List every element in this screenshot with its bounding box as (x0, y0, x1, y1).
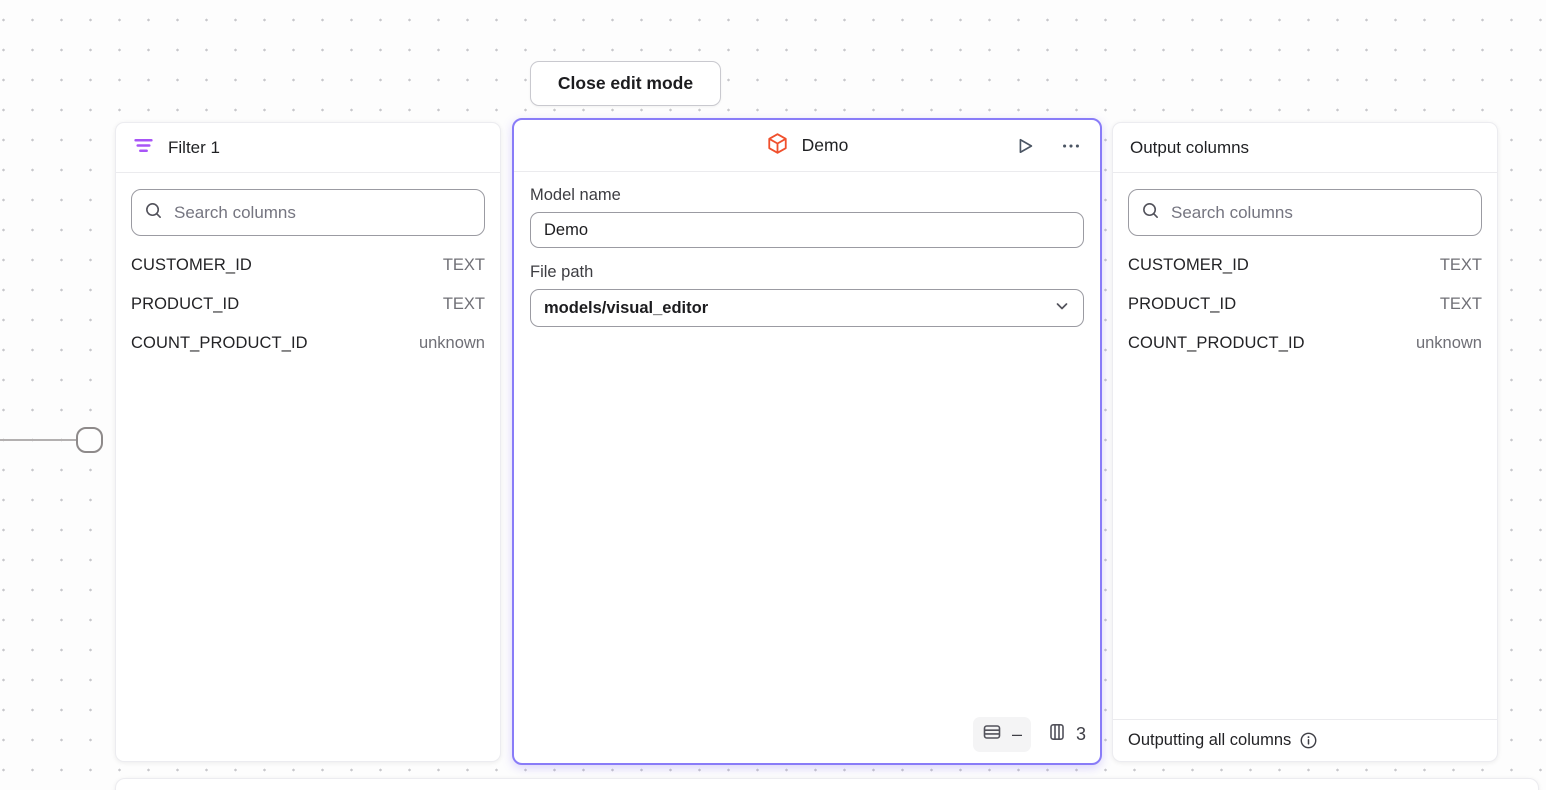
model-stats-footer: – 3 (972, 717, 1086, 752)
search-icon (144, 201, 163, 225)
file-path-select[interactable]: models/visual_editor (530, 289, 1084, 327)
column-name: CUSTOMER_ID (1128, 256, 1249, 274)
column-name: CUSTOMER_ID (131, 256, 252, 274)
model-panel-header: Demo (514, 120, 1100, 172)
output-footer-text: Outputting all columns (1128, 731, 1292, 749)
play-icon (1019, 138, 1033, 153)
connection-edge (0, 439, 77, 441)
filter-icon (133, 135, 154, 161)
model-name-label: Model name (530, 186, 621, 204)
filter-panel-header: Filter 1 (116, 123, 500, 173)
chevron-down-icon (1054, 298, 1070, 319)
column-count-badge[interactable]: 3 (1047, 722, 1086, 747)
column-type: unknown (1415, 334, 1482, 352)
filter-column-list: CUSTOMER_ID TEXT PRODUCT_ID TEXT COUNT_P… (116, 246, 500, 363)
file-path-label: File path (530, 263, 594, 281)
column-name: COUNT_PRODUCT_ID (131, 334, 308, 352)
output-search-input[interactable] (1171, 202, 1469, 223)
rows-icon (982, 722, 1002, 747)
row-count-badge[interactable]: – (972, 717, 1031, 752)
model-cube-icon (766, 132, 789, 160)
column-type: unknown (418, 334, 485, 352)
filter-search-box (131, 189, 485, 236)
connection-handle[interactable] (76, 427, 103, 453)
columns-icon (1047, 722, 1067, 747)
output-panel-header: Output columns (1113, 123, 1497, 173)
output-panel-title: Output columns (1130, 137, 1250, 157)
row-count-value: – (1011, 724, 1022, 744)
file-path-value: models/visual_editor (544, 298, 709, 317)
model-name-input[interactable] (530, 212, 1084, 248)
run-model-button[interactable] (1012, 133, 1038, 159)
column-name: PRODUCT_ID (1128, 295, 1237, 313)
output-panel-footer: Outputting all columns (1113, 719, 1497, 761)
model-node-panel: Demo Model name File path mod (512, 118, 1102, 765)
column-type: TEXT (442, 295, 485, 313)
column-type: TEXT (1439, 295, 1482, 313)
column-row[interactable]: COUNT_PRODUCT_ID unknown (1113, 324, 1497, 363)
info-icon[interactable] (1299, 731, 1318, 750)
column-row[interactable]: PRODUCT_ID TEXT (1113, 285, 1497, 324)
column-name: PRODUCT_ID (131, 295, 240, 313)
more-options-button[interactable] (1058, 133, 1084, 159)
column-row[interactable]: CUSTOMER_ID TEXT (116, 246, 500, 285)
column-type: TEXT (1439, 256, 1482, 274)
output-column-list: CUSTOMER_ID TEXT PRODUCT_ID TEXT COUNT_P… (1113, 246, 1497, 363)
column-count-value: 3 (1075, 724, 1086, 744)
column-row[interactable]: COUNT_PRODUCT_ID unknown (116, 324, 500, 363)
search-icon (1141, 201, 1160, 225)
filter-node-panel: Filter 1 CUSTOMER_ID TEXT PRODUCT_ID (115, 122, 501, 762)
column-type: TEXT (442, 256, 485, 274)
results-panel-edge[interactable] (115, 778, 1539, 790)
column-row[interactable]: CUSTOMER_ID TEXT (1113, 246, 1497, 285)
column-name: COUNT_PRODUCT_ID (1128, 334, 1305, 352)
output-search-box (1128, 189, 1482, 236)
output-columns-panel: Output columns CUSTOMER_ID TEXT PRODUCT_… (1112, 122, 1498, 762)
model-title-group: Demo (766, 132, 849, 160)
model-panel-title: Demo (801, 135, 849, 155)
column-row[interactable]: PRODUCT_ID TEXT (116, 285, 500, 324)
ellipsis-icon (1063, 143, 1079, 148)
close-edit-mode-button[interactable]: Close edit mode (530, 61, 721, 106)
filter-panel-title: Filter 1 (168, 137, 220, 157)
filter-search-input[interactable] (174, 202, 472, 223)
